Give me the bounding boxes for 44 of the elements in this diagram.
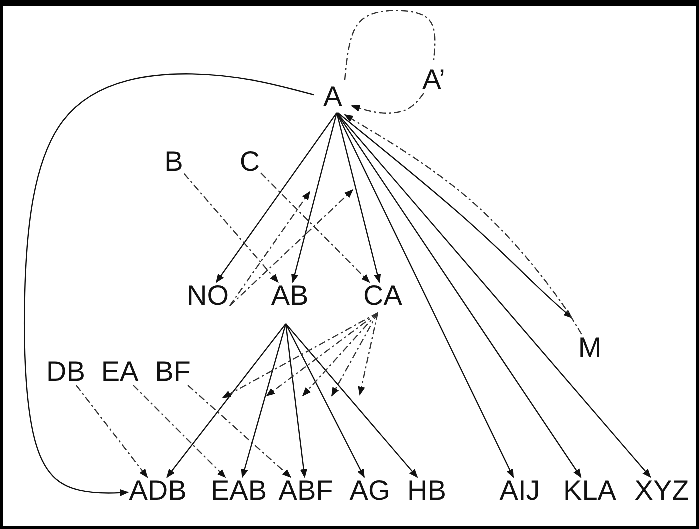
connector-arrow [188,385,292,478]
arrow [302,312,378,397]
node-label: B [164,148,184,176]
node-label: NO [187,282,229,310]
connector-arrow [260,172,370,284]
node-label: A [324,83,342,111]
arrow [358,312,379,396]
node-label: DB [46,358,86,386]
node-label: AIJ [500,477,540,505]
node-label: M [578,334,602,362]
arrow [266,312,378,397]
node-label: AB [271,282,309,310]
connector-arrow [336,112,382,284]
connector-arrow [184,174,279,284]
connector-arrow [216,112,338,284]
node-label: ADB [129,477,187,505]
arrow [230,191,311,306]
node-label: EA [101,358,139,386]
node-label: EAB [210,477,268,505]
connector-arrow [76,385,148,478]
arrow [331,312,379,397]
node-label: C [240,148,260,176]
connector-arrow [336,112,582,478]
node-label: AG [350,477,390,505]
connector-arrow [285,324,308,478]
connector-arrow [336,112,652,478]
connector-arrow [344,10,436,114]
connector-arrow [241,324,287,478]
connector-arrow [24,74,314,497]
node-label: ABF [278,477,334,505]
connector-arrow [336,112,514,478]
node-label: CA [364,282,402,310]
connector-arrow [166,324,286,478]
node-label: XYZ [634,477,690,505]
connector-arrow [286,324,418,478]
node-label: HB [408,477,446,505]
node-label: KLA [564,477,616,505]
connector-arrow [291,112,338,284]
connector-arrow [133,385,226,478]
arrow [230,189,354,306]
node-label: BF [155,358,191,386]
arrow [222,312,378,399]
node-label: A’ [422,66,446,94]
connector-arrow [285,324,365,478]
